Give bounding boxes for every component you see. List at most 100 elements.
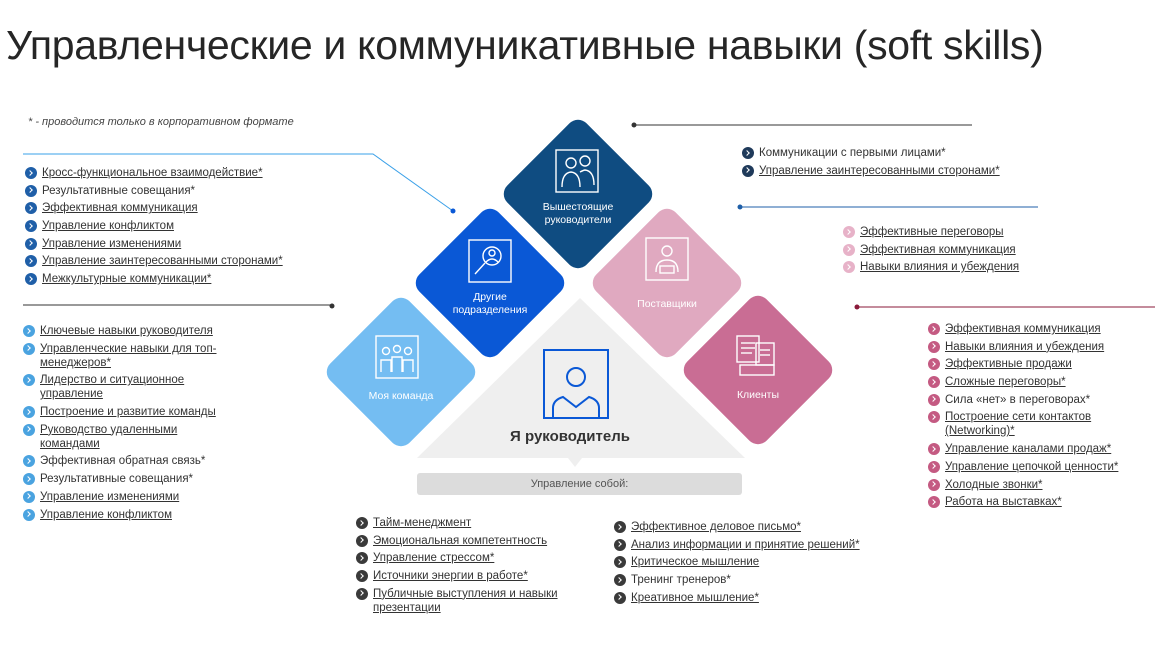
skill-item-label: Эффективная коммуникация <box>945 323 1101 335</box>
chevron-right-icon <box>25 202 37 215</box>
skill-item-label: Управление цепочкой ценности* <box>945 460 1119 473</box>
skill-item[interactable]: Эмоциональная компетентность <box>356 534 576 548</box>
skill-item-label: Навыки влияния и убеждения <box>945 340 1105 353</box>
skill-item[interactable]: Источники энергии в работе* <box>356 569 576 583</box>
chevron-right-icon <box>928 478 940 491</box>
skill-item[interactable]: Управление конфликтом <box>23 508 223 522</box>
skill-item[interactable]: Эффективное деловое письмо* <box>614 520 874 534</box>
skill-item[interactable]: Публичные выступления и навыки презентац… <box>356 587 576 615</box>
skill-item[interactable]: Управление конфликтом <box>25 219 325 233</box>
chevron-right-icon <box>742 164 754 177</box>
skill-item-label: Управление конфликтом <box>40 508 172 521</box>
skill-item-label: Коммуникации с первыми лицами* <box>759 147 946 159</box>
page-title: Управленческие и коммуникативные навыки … <box>6 22 1044 68</box>
skill-item-label: Кросс-функциональное взаимодействие* <box>42 167 263 179</box>
skill-item-label: Работа на выставках* <box>945 496 1062 509</box>
skill-item[interactable]: Ключевые навыки руководителя <box>23 324 223 338</box>
chevron-right-icon <box>23 374 35 387</box>
chevron-right-icon <box>614 574 626 587</box>
skill-item[interactable]: Эффективные продажи <box>928 357 1128 371</box>
chevron-right-icon <box>928 460 940 473</box>
chevron-right-icon <box>23 455 35 468</box>
skill-item[interactable]: Построение и развитие команды <box>23 405 223 419</box>
skill-item-label: Ключевые навыки руководителя <box>40 325 213 337</box>
skill-item[interactable]: Навыки влияния и убеждения <box>843 260 1093 274</box>
skill-item: Эффективная обратная связь* <box>23 454 223 468</box>
self-management-bar: Управление собой: <box>417 473 742 495</box>
skill-item-label: Лидерство и ситуационное управление <box>40 374 185 401</box>
search-person-icon <box>468 239 512 283</box>
chevron-right-icon <box>928 496 940 509</box>
skill-item[interactable]: Управление изменениями <box>25 237 325 251</box>
skill-item-label: Управление каналами продаж* <box>945 443 1112 456</box>
skill-item-label: Управление конфликтом <box>42 220 174 233</box>
skill-item[interactable]: Эффективная коммуникация <box>843 243 1093 257</box>
chevron-right-icon <box>614 591 626 604</box>
chevron-right-icon <box>928 411 940 424</box>
skill-item-label: Межкультурные коммуникации* <box>42 273 212 286</box>
team-icon <box>375 335 419 379</box>
skill-item-label: Холодные звонки* <box>945 478 1043 491</box>
skill-item-label: Эффективные переговоры <box>860 226 1004 238</box>
skill-item-label: Эмоциональная компетентность <box>373 534 548 547</box>
skill-item[interactable]: Тайм-менеджмент <box>356 516 576 530</box>
skill-item-label: Эффективная коммуникация <box>42 202 198 215</box>
skill-item[interactable]: Межкультурные коммуникации* <box>25 272 325 286</box>
chevron-right-icon <box>843 226 855 238</box>
people-icon <box>555 149 599 193</box>
chevron-right-icon <box>356 552 368 565</box>
skill-item[interactable]: Руководство удаленными командами <box>23 423 223 451</box>
skill-item-label: Тренинг тренеров* <box>631 574 731 587</box>
skill-item[interactable]: Управление стрессом* <box>356 551 576 565</box>
chevron-right-icon <box>23 325 35 337</box>
skill-item[interactable]: Управление цепочкой ценности* <box>928 460 1128 474</box>
list-other-departments: Кросс-функциональное взаимодействие*Резу… <box>25 166 325 290</box>
skill-item-label: Критическое мышление <box>631 556 760 569</box>
skill-item[interactable]: Работа на выставках* <box>928 495 1128 509</box>
chevron-right-icon <box>25 237 37 250</box>
chevron-right-icon <box>356 587 368 600</box>
chevron-right-icon <box>25 184 37 197</box>
chevron-right-icon <box>23 473 35 486</box>
skill-item[interactable]: Сложные переговоры* <box>928 375 1128 389</box>
chevron-right-icon <box>614 538 626 551</box>
skill-item[interactable]: Навыки влияния и убеждения <box>928 340 1128 354</box>
skill-item: Результативные совещания* <box>23 472 223 486</box>
list-self-right: Эффективное деловое письмо* Анализ информ… <box>614 520 874 608</box>
skill-item[interactable]: Построение сети контактов (Networking)* <box>928 410 1128 438</box>
skill-item[interactable]: Креативное мышление* <box>614 591 874 605</box>
skill-item[interactable]: Анализ информации и принятие решений* <box>614 538 874 552</box>
skill-item-label: Построение сети контактов (Networking)* <box>945 411 1092 438</box>
skill-item[interactable]: Эффективная коммуникация <box>928 322 1128 336</box>
chevron-right-icon <box>928 340 940 353</box>
skill-item[interactable]: Управление каналами продаж* <box>928 442 1128 456</box>
skill-item-label: Анализ информации и принятие решений* <box>631 538 860 551</box>
documents-icon <box>736 335 775 376</box>
skill-item[interactable]: Эффективные переговоры <box>843 225 1093 239</box>
skill-item-label: Управление заинтересованными сторонами* <box>759 164 1000 177</box>
supplier-icon <box>645 237 689 281</box>
skill-item-label: Управление изменениями <box>40 490 180 503</box>
user-icon <box>543 349 609 419</box>
skill-item[interactable]: Критическое мышление <box>614 555 874 569</box>
skill-item-label: Управление заинтересованными сторонами* <box>42 255 283 268</box>
chevron-right-icon <box>928 323 940 335</box>
skill-item[interactable]: Кросс-функциональное взаимодействие* <box>25 166 325 180</box>
skill-item[interactable]: Холодные звонки* <box>928 478 1128 492</box>
skill-item[interactable]: Управление заинтересованными сторонами* <box>25 254 325 268</box>
corporate-format-note: * - проводится только в корпоративном фо… <box>28 116 294 128</box>
skill-item-label: Эффективные продажи <box>945 358 1072 371</box>
skill-item-label: Сложные переговоры* <box>945 376 1066 389</box>
skill-item[interactable]: Лидерство и ситуационное управление <box>23 373 223 401</box>
skill-item-label: Сила «нет» в переговорах* <box>945 393 1091 406</box>
skill-item-label: Эффективная обратная связь* <box>40 455 206 468</box>
label-other-departments: Другие подразделения <box>452 291 528 316</box>
skill-item[interactable]: Управленческие навыки для топ-менеджеров… <box>23 342 223 370</box>
skill-item[interactable]: Управление изменениями <box>23 490 223 504</box>
skill-item[interactable]: Управление заинтересованными сторонами* <box>742 164 1042 178</box>
skill-item[interactable]: Эффективная коммуникация <box>25 201 325 215</box>
